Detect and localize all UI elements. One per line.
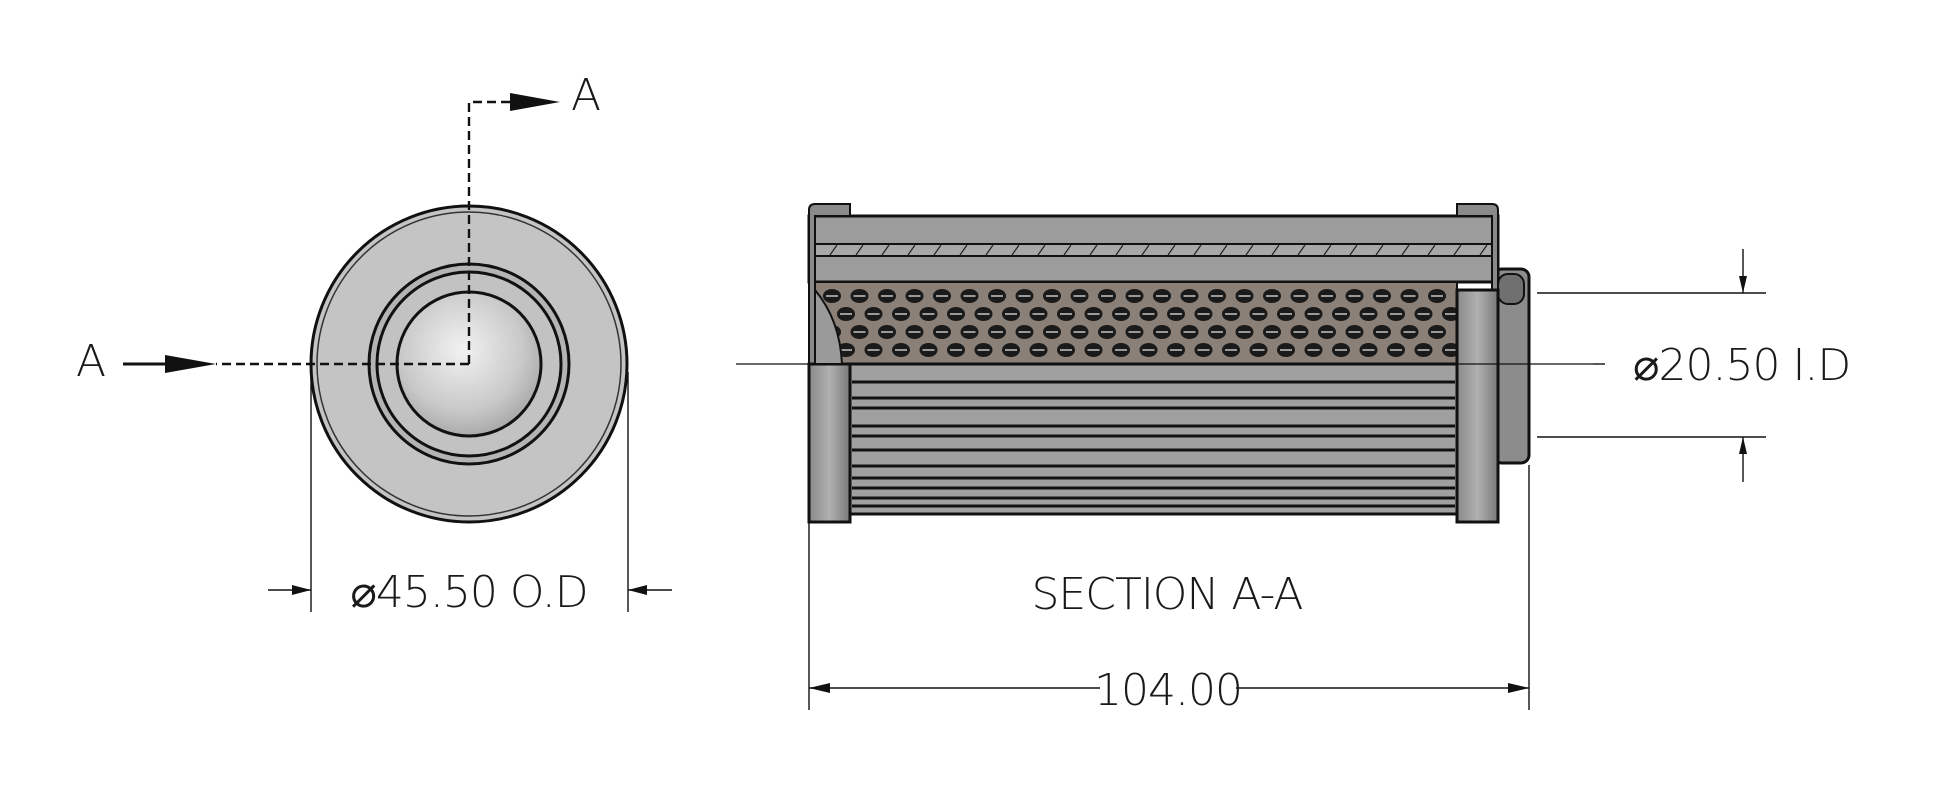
id-dimension: ⌀20.50 I.D bbox=[1537, 249, 1851, 482]
hatch-mark bbox=[1375, 244, 1384, 256]
hatch-mark bbox=[985, 244, 994, 256]
hatch-mark bbox=[1037, 244, 1046, 256]
section-view: SECTION A-A bbox=[736, 203, 1593, 620]
length-dimension: 104.00 bbox=[808, 465, 1530, 716]
section-label-top: A bbox=[571, 70, 600, 121]
hatch-mark bbox=[959, 244, 968, 256]
section-title: SECTION A-A bbox=[1032, 569, 1303, 620]
hatch-mark bbox=[933, 244, 942, 256]
hatch-mark bbox=[1479, 244, 1488, 256]
hatch-mark bbox=[1167, 244, 1176, 256]
hatch-mark bbox=[1245, 244, 1254, 256]
hatch-mark bbox=[907, 244, 916, 256]
pleated-media bbox=[848, 362, 1459, 516]
hatch-mark bbox=[1219, 244, 1228, 256]
hatch-mark bbox=[1193, 244, 1202, 256]
hatch-mark bbox=[1089, 244, 1098, 256]
hatch-mark bbox=[1115, 244, 1124, 256]
hatch-mark bbox=[855, 244, 864, 256]
hatch-mark bbox=[1453, 244, 1462, 256]
hatch-mark bbox=[881, 244, 890, 256]
hatch-mark bbox=[1011, 244, 1020, 256]
hatch-mark bbox=[1271, 244, 1280, 256]
hatch-mark bbox=[1349, 244, 1358, 256]
hatch-mark bbox=[1323, 244, 1332, 256]
section-label-left: A bbox=[76, 336, 105, 387]
end-cap-right bbox=[1455, 288, 1500, 524]
hatch-mark bbox=[1141, 244, 1150, 256]
hatch-mark bbox=[1427, 244, 1436, 256]
hatch-mark bbox=[829, 244, 838, 256]
hatch-mark bbox=[1297, 244, 1306, 256]
section-cut-line: A A bbox=[76, 70, 601, 387]
od-dimension: ⌀45.50 O.D bbox=[268, 372, 672, 618]
length-dimension-text: 104.00 bbox=[1094, 665, 1242, 716]
arrow-icon bbox=[510, 93, 560, 111]
end-cap-left bbox=[807, 362, 852, 524]
hatch-mark bbox=[1063, 244, 1072, 256]
od-dimension-text: ⌀45.50 O.D bbox=[350, 567, 587, 618]
id-dimension-text: ⌀20.50 I.D bbox=[1633, 340, 1850, 391]
hatch-mark bbox=[1401, 244, 1410, 256]
arrow-icon bbox=[165, 355, 216, 373]
